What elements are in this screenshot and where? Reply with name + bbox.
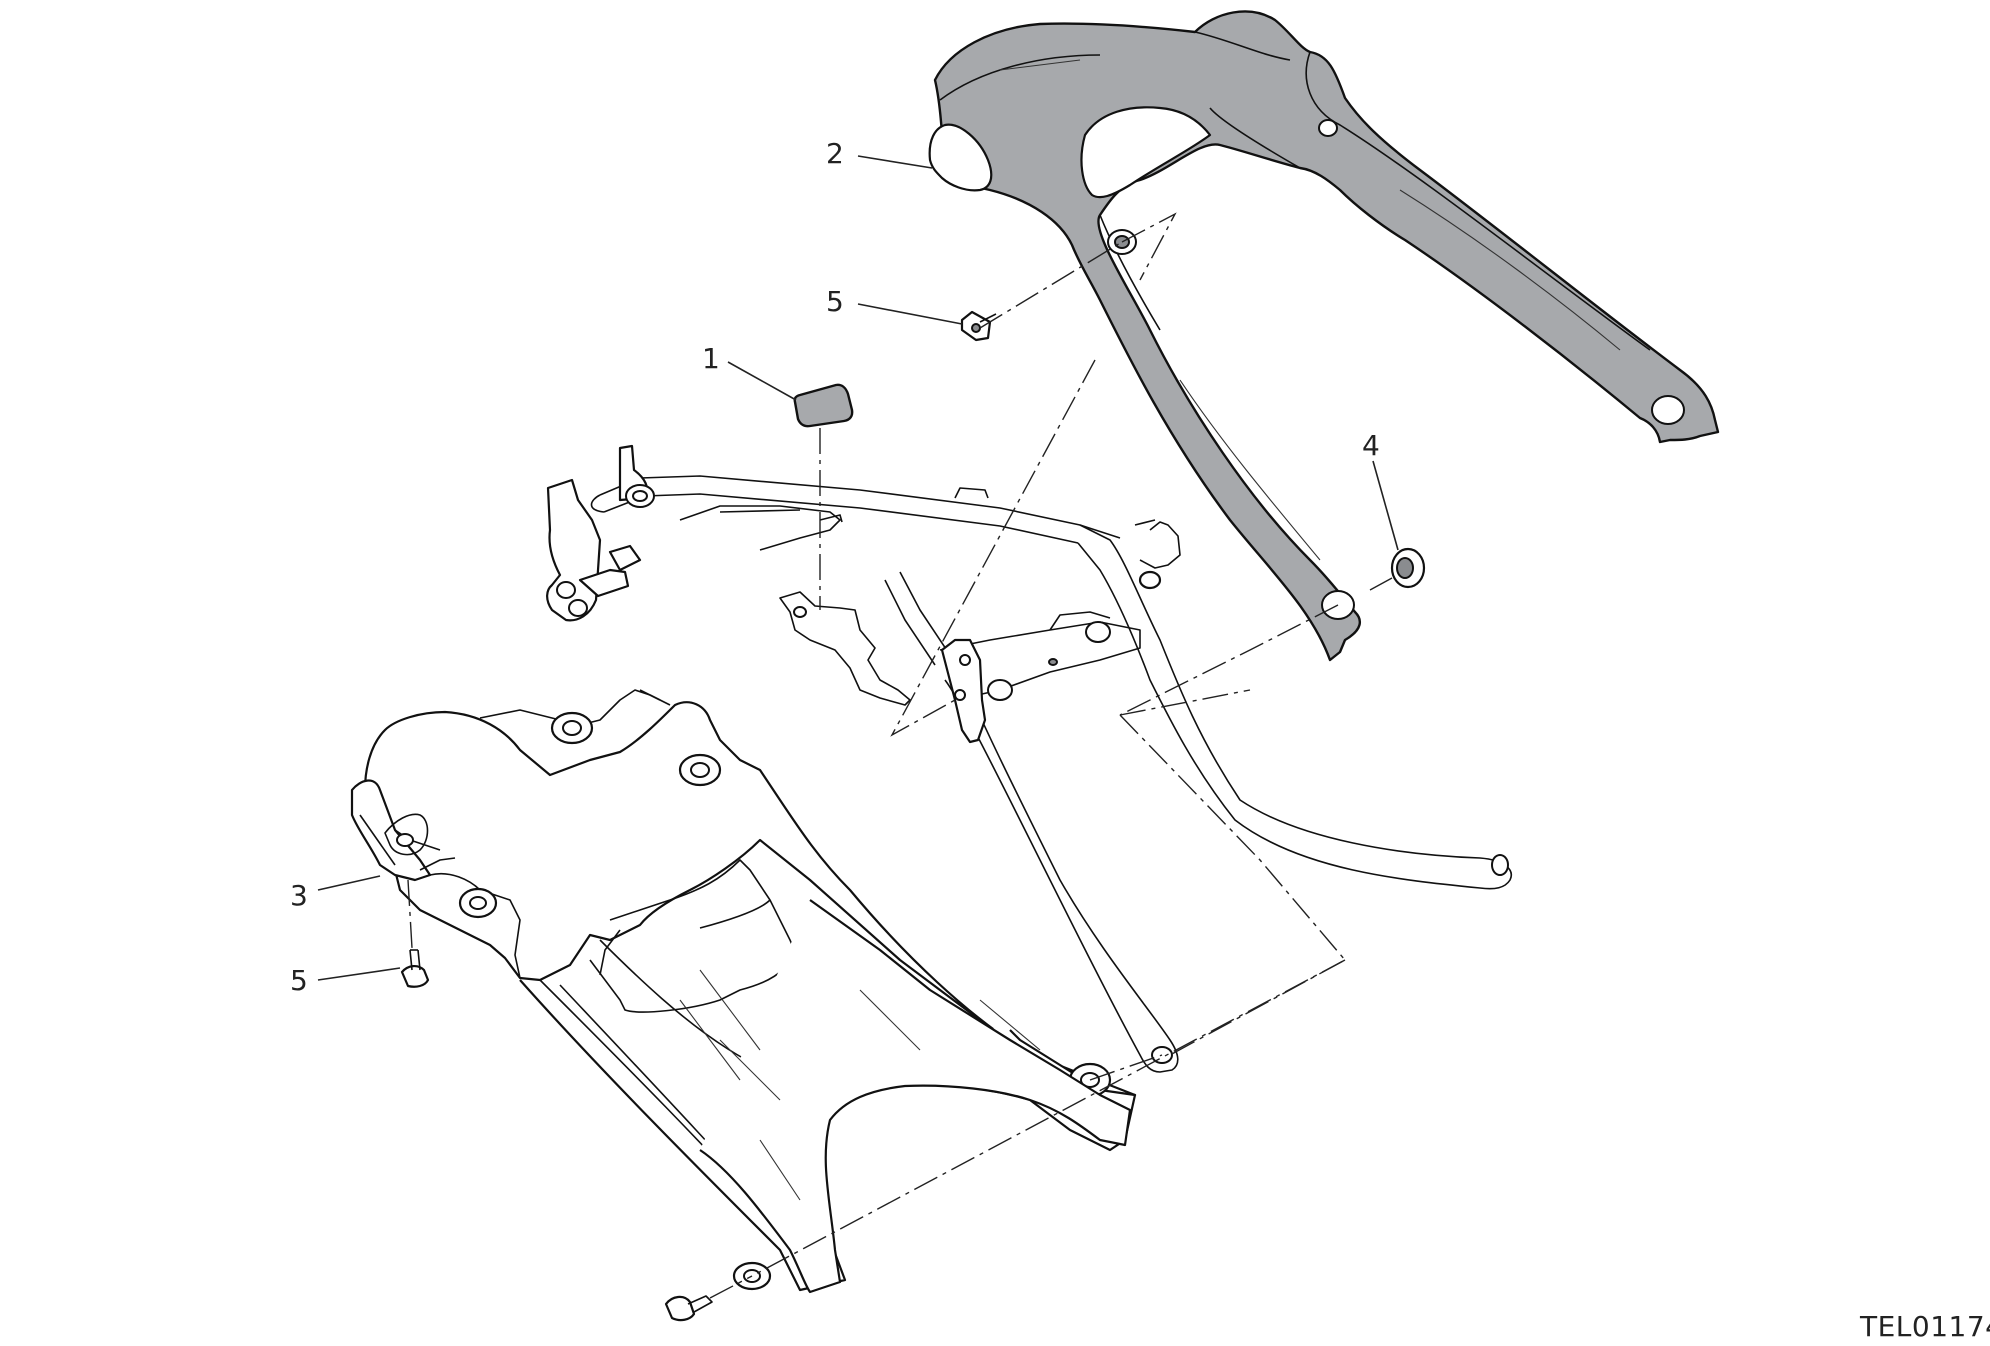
rubber-pad-part-1 xyxy=(793,383,854,428)
assembly-centerlines xyxy=(407,212,1393,1299)
callout-5-top: 5 xyxy=(826,285,844,318)
washer-part-4 xyxy=(1390,547,1426,589)
callout-2: 2 xyxy=(826,137,844,170)
drawing-code: TEL01174 xyxy=(1859,1310,1990,1343)
upper-cover-part-2 xyxy=(928,10,1720,662)
screw-lower-left xyxy=(664,1295,713,1322)
callout-5-bottom: 5 xyxy=(290,964,308,997)
screw-part-5-top xyxy=(960,310,997,342)
callout-1: 1 xyxy=(702,342,720,375)
undertray-part-3 xyxy=(350,689,1137,1294)
callout-4: 4 xyxy=(1362,429,1380,462)
callout-labels: 2 5 1 4 3 5 xyxy=(290,137,1380,997)
callout-3: 3 xyxy=(290,879,308,912)
screw-part-5-bottom xyxy=(400,949,430,988)
leader-lines xyxy=(317,155,1399,981)
